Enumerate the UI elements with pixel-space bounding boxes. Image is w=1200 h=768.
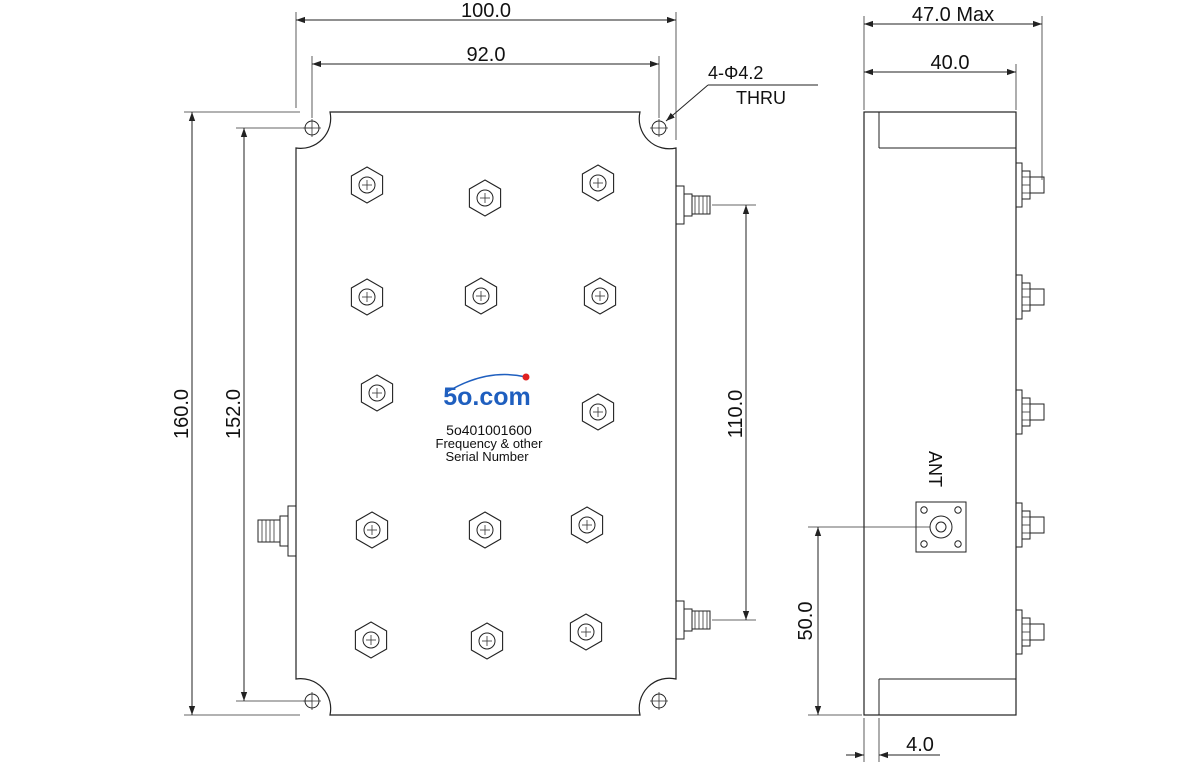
side-housing <box>863 111 1017 716</box>
housing-outline <box>295 111 677 716</box>
product-label: 5o.com 5o401001600 Frequency & other Ser… <box>436 373 544 464</box>
front-dimensions: 100.0 92.0 4-Φ4.2 THRU 160.0 152.0 110.0 <box>171 0 818 716</box>
tuning-screw <box>355 511 389 549</box>
tuning-screw <box>569 613 603 651</box>
logo-swoosh <box>446 373 527 393</box>
dim-hole-spacing-y: 152.0 <box>223 389 245 439</box>
label-line1: Frequency & other <box>436 436 544 451</box>
tuning-screw <box>468 511 502 549</box>
tuning-screw <box>354 621 388 659</box>
sma-connector-bottom-right <box>675 600 711 640</box>
dim-flange: 4.0 <box>906 734 934 756</box>
tuning-screw <box>350 278 384 316</box>
ant-label: ANT <box>925 451 945 487</box>
logo-dot <box>522 373 530 381</box>
tuning-screw <box>470 622 504 660</box>
tuning-screw <box>583 277 617 315</box>
tuning-screw <box>360 374 394 412</box>
front-view: 5o.com 5o401001600 Frequency & other Ser… <box>257 111 711 716</box>
side-connector <box>1015 274 1045 320</box>
dim-depth-max: 47.0 Max <box>912 4 994 26</box>
tuning-screw <box>464 277 498 315</box>
mounting-hole-tr <box>650 119 668 137</box>
sma-connector-top-right <box>675 185 711 225</box>
dim-ant-offset: 50.0 <box>795 602 817 641</box>
side-dimensions: 47.0 Max 40.0 50.0 4.0 <box>795 4 1043 762</box>
side-connector <box>1015 502 1045 548</box>
side-connector <box>1015 609 1045 655</box>
tuning-screws <box>350 164 617 660</box>
tuning-screw <box>468 179 502 217</box>
dim-width-overall: 100.0 <box>461 0 511 22</box>
mounting-hole-br <box>650 692 668 710</box>
dim-port-spacing: 110.0 <box>725 390 747 439</box>
holes-type: THRU <box>736 88 786 108</box>
side-connectors <box>1015 162 1045 655</box>
logo-text: 5o.com <box>443 383 531 411</box>
sma-connector-left <box>257 505 297 557</box>
label-line2: Serial Number <box>445 449 529 464</box>
dim-hole-spacing-x: 92.0 <box>467 44 506 66</box>
part-number: 5o401001600 <box>446 422 532 438</box>
tuning-screw <box>581 164 615 202</box>
dim-depth-body: 40.0 <box>931 52 970 74</box>
side-view: ANT <box>863 111 1045 716</box>
tuning-screw <box>570 506 604 544</box>
side-connector <box>1015 162 1045 208</box>
holes-spec: 4-Φ4.2 <box>708 63 763 83</box>
tuning-screw <box>350 166 384 204</box>
tuning-screw <box>581 393 615 431</box>
dim-height-overall: 160.0 <box>171 389 193 439</box>
side-connector <box>1015 389 1045 435</box>
ant-connector <box>915 501 967 553</box>
holes-leader <box>665 84 709 122</box>
